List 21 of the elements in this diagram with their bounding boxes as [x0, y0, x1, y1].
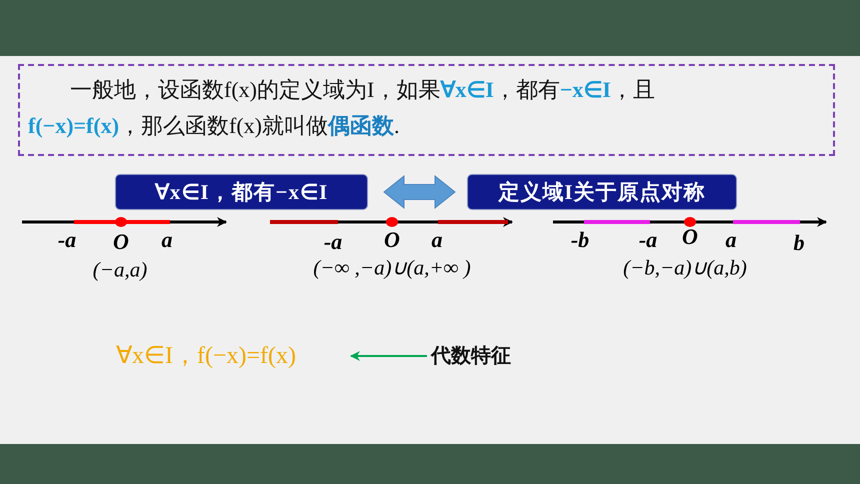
condition-box: 定义域I关于原点对称	[467, 174, 737, 210]
interval-label: (−a,a)	[92, 260, 148, 280]
axis-label: a	[432, 229, 442, 251]
axis-label: a	[726, 229, 736, 251]
axis-label: -a	[58, 229, 76, 251]
axis-label: -a	[324, 231, 342, 253]
axis-label: -b	[570, 229, 590, 251]
axis-label: O	[113, 231, 129, 253]
axis-label: b	[794, 232, 804, 254]
feature-text: 代数特征	[431, 341, 523, 369]
definition-box: 一般地，设函数f(x)的定义域为I，如果∀x∈I，都有−x∈I，且f(−x)=f(x)，那么函数f(x)就叫做偶函数.	[18, 64, 835, 156]
axis-label: a	[162, 229, 172, 251]
axis-label: O	[682, 226, 698, 248]
condition-box: ∀x∈I，都有−x∈I	[115, 174, 368, 210]
interval-label: (−∞ ,−a)∪(a,+∞ )	[313, 258, 471, 278]
axis-label: -a	[638, 229, 658, 251]
formula-text: ∀x∈I，f(−x)=f(x)	[116, 341, 350, 369]
interval-label: (−b,−a)∪(a,b)	[623, 258, 747, 278]
axis-label: O	[384, 229, 400, 251]
arrow	[350, 351, 427, 361]
double-arrow	[383, 174, 456, 210]
